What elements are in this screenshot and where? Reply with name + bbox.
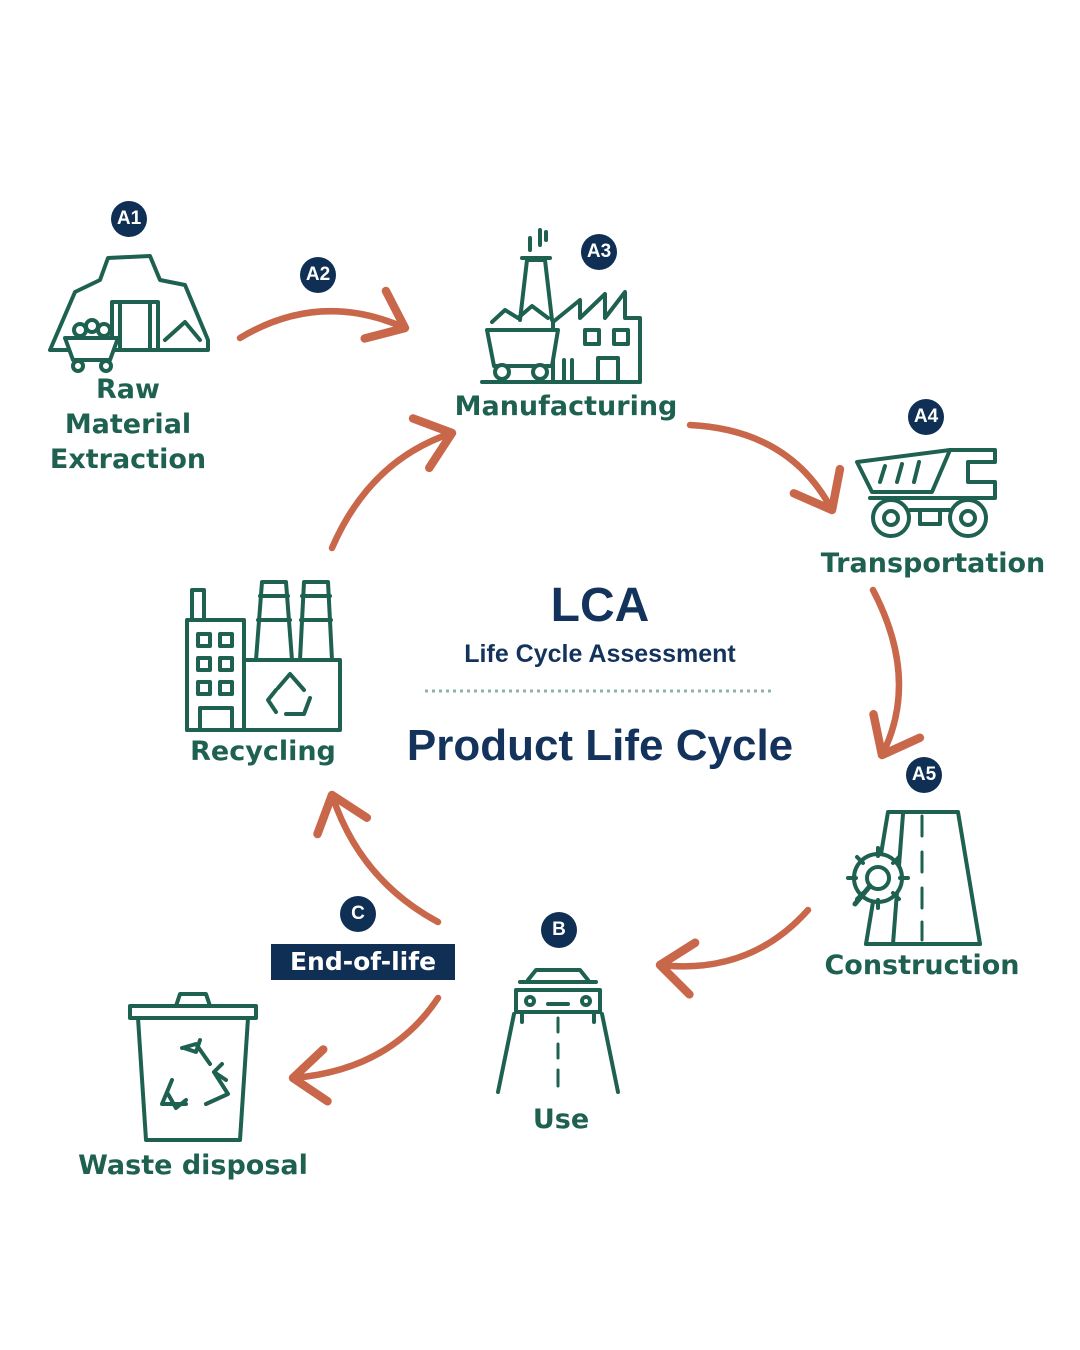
badge-c: C: [340, 896, 376, 932]
lca-subtitle: Life Cycle Assessment: [464, 640, 736, 668]
recycling-plant-icon: [185, 580, 342, 732]
arrow-a4-to-a5: [869, 586, 925, 760]
manufacturing-label: Manufacturing: [454, 391, 678, 422]
raw-material-label: Raw Material Extraction: [28, 372, 228, 477]
recycling-label: Recycling: [190, 736, 336, 767]
badge-a3: A3: [581, 234, 617, 270]
arrow-a1-to-a3: [236, 286, 410, 343]
arrow-recycling-to-a3: [328, 414, 457, 552]
product-life-cycle-title: Product Life Cycle: [406, 721, 794, 770]
lca-acronym: LCA: [550, 579, 650, 632]
badge-a5: A5: [906, 757, 942, 793]
recycle-bin-icon: [128, 992, 258, 1142]
transportation-label: Transportation: [820, 548, 1046, 579]
end-of-life-tag: End-of-life: [271, 944, 455, 980]
badge-b: B: [541, 912, 577, 948]
raw-material-label-line: Raw: [96, 374, 160, 405]
arrow-c-to-waste: [288, 994, 442, 1106]
raw-material-label-line: Extraction: [49, 444, 207, 475]
mine-cart-icon: [48, 254, 210, 373]
dump-truck-icon: [855, 448, 997, 538]
arrow-a3-to-a4: [686, 421, 845, 515]
waste-disposal-label: Waste disposal: [78, 1150, 308, 1181]
arrow-a5-to-b: [655, 906, 812, 999]
badge-a2: A2: [300, 257, 336, 293]
road-gear-icon: [846, 810, 982, 946]
badge-a1: A1: [111, 201, 147, 237]
car-road-icon: [496, 968, 620, 1094]
factory-icon: [480, 228, 642, 384]
arrow-c-to-recycling: [313, 790, 442, 926]
badge-a4: A4: [908, 399, 944, 435]
construction-label: Construction: [824, 950, 1020, 981]
use-label: Use: [532, 1104, 590, 1135]
raw-material-label-line: Material: [64, 409, 192, 440]
